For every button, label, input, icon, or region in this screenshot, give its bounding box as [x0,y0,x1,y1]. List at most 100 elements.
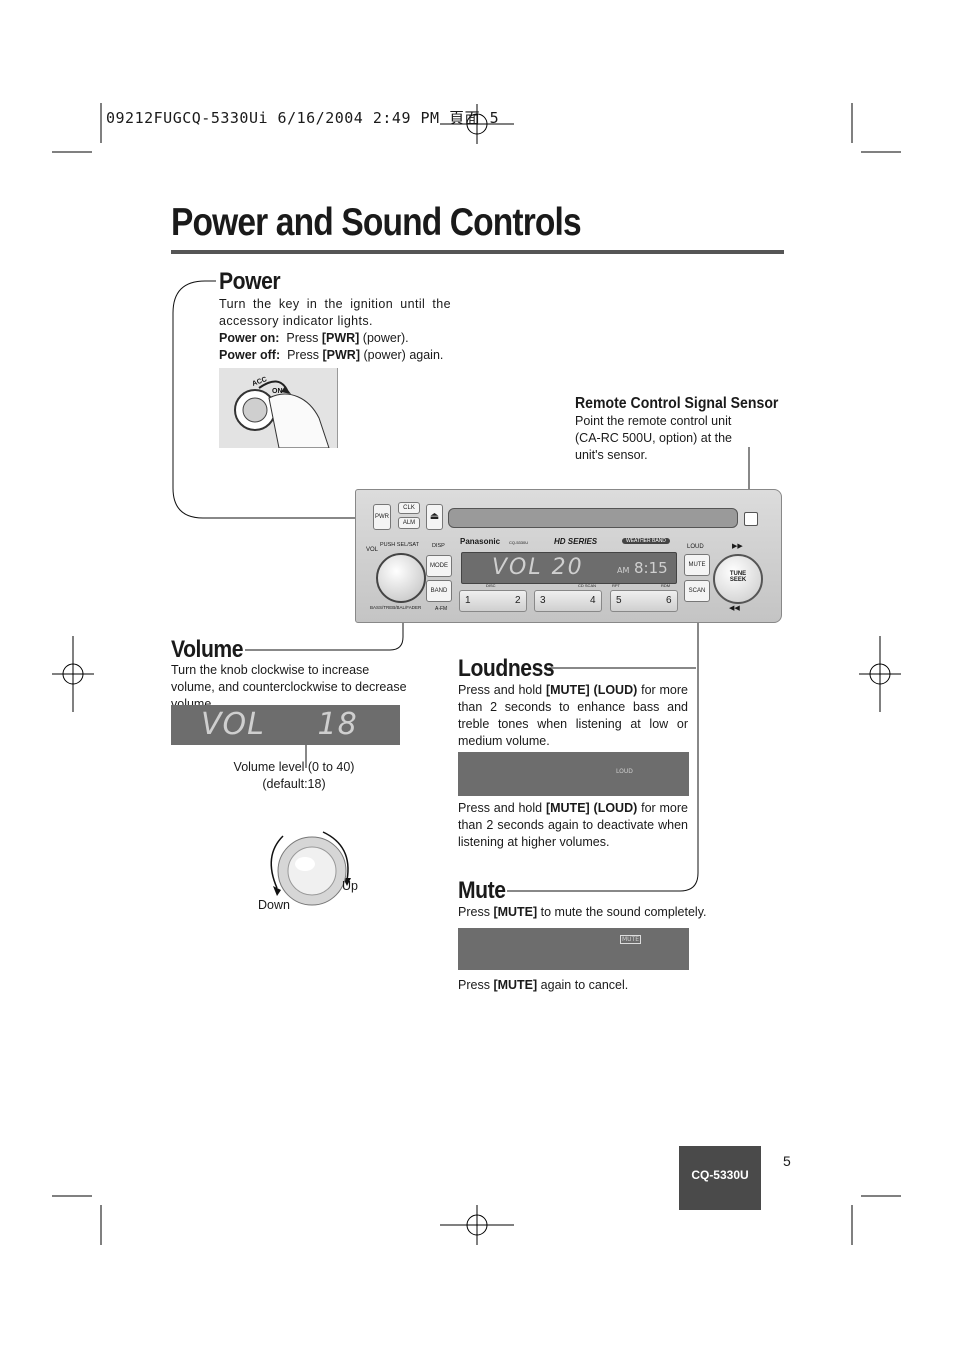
band-button[interactable]: BAND [426,580,452,602]
mute-text-2-pre: Press [458,978,494,992]
key-on-label: ON [272,388,283,395]
loudness-text-1: Press and hold [MUTE] (LOUD) for more th… [458,682,688,750]
mute-button[interactable]: MUTE [684,554,710,576]
disp-label: DISP [432,543,445,549]
scan-button[interactable]: SCAN [684,580,710,602]
tune-label: TUNE [729,571,747,577]
loudness-lcd-label: LOUD [616,768,633,775]
loudness-text-1-post: for more than 2 seconds to enhance bass … [458,683,689,748]
eject-button[interactable]: ⏏ [426,504,443,530]
preset-4-label: 4 [590,595,596,606]
afm-label: A-FM [435,606,448,612]
power-off-label: Power off: [219,348,281,362]
loudness-text-1-key: [MUTE] (LOUD) [545,683,638,697]
mute-text-2-post: again to cancel. [537,978,629,992]
preset-5-6-button[interactable]: 5 6 [610,590,678,612]
mute-lcd: MUTE [458,928,689,970]
remote-text: Point the remote control unit (CA-RC 500… [575,414,733,462]
unit-lcd-main: VOL 20 [492,555,584,580]
preset-1-label: 1 [465,595,471,606]
eject-icon: ⏏ [429,511,440,522]
loudness-text-2-key: [MUTE] (LOUD) [545,801,638,815]
preset-1-2-button[interactable]: 1 2 [459,590,527,612]
mute-text-1: Press [MUTE] to mute the sound completel… [458,904,707,921]
volume-heading: Volume [171,636,244,663]
brand-label: Panasonic [460,537,501,546]
tune-seek-button[interactable]: TUNE SEEK [713,554,763,604]
mute-text-1-pre: Press [458,905,494,919]
mute-text-2-key: [MUTE] [493,978,538,992]
page-title: Power and Sound Controls [171,201,582,244]
vol-label: VOL [366,547,379,553]
loudness-text-2-pre: Press and hold [458,801,546,815]
clk-button[interactable]: CLK [398,502,420,514]
lcd-indicator-disc: DISC [486,583,496,588]
power-on-line: Power on: Press [PWR] (power). [219,330,409,347]
key-acc-label: ACC [251,376,268,388]
volume-caption-line1: Volume level (0 to 40) [233,760,355,774]
weather-band-label: WEATHER BAND [622,538,670,544]
ignition-key-illustration: ACC ON [219,368,338,448]
mute-text-1-key: [MUTE] [493,905,538,919]
preset-3-4-button[interactable]: 3 4 [534,590,602,612]
preset-5-label: 5 [616,595,622,606]
power-on-key: [PWR] [321,331,360,345]
preset-6-label: 6 [666,595,672,606]
volume-knob[interactable] [376,553,426,603]
fast-forward-icon: ▶▶ [732,543,743,550]
unit-lcd-clock: 8:15 [634,559,668,577]
power-intro: Turn the key in the ignition until the a… [219,297,451,328]
mode-button[interactable]: MODE [426,555,452,577]
loud-label: LOUD [687,544,704,550]
power-off-line: Power off: Press [PWR] (power) again. [219,347,443,364]
lcd-indicator-rdm: RDM [661,583,671,588]
remote-sensor [744,512,758,526]
pwr-button[interactable]: PWR [373,504,391,530]
alm-button[interactable]: ALM [398,517,420,529]
preset-3-label: 3 [540,595,546,606]
series-label: HD SERIES [554,537,598,546]
power-off-post: (power) again. [360,348,444,362]
model-badge-text: CQ-5330U [691,1168,749,1182]
model-badge: CQ-5330U [679,1146,761,1210]
loudness-text-2-post: for more than 2 seconds again to deactiv… [458,801,689,849]
lcd-indicator-row: DISC CD SCAN RPT RDM [486,583,674,590]
volume-up-label: Up [342,879,358,893]
bass-treble-label: BASS/TREB/BAL/FADER [370,605,422,610]
unit-lcd: VOL 20 AM 8:15 [461,552,677,584]
title-rule [171,250,784,254]
loudness-heading: Loudness [458,655,555,682]
loudness-text-1-pre: Press and hold [458,683,546,697]
page-number: 5 [783,1153,791,1169]
mute-heading: Mute [458,877,506,904]
mute-text-2: Press [MUTE] again to cancel. [458,977,628,994]
sel-sat-label: PUSH SEL/SAT [380,542,420,548]
lcd-indicator-rpt: RPT [612,583,620,588]
power-off-key: [PWR] [322,348,361,362]
mute-text-1-post: to mute the sound completely. [537,905,707,919]
rewind-icon: ◀◀ [729,605,740,612]
mute-lcd-label: MUTE [620,935,642,944]
head-unit: PWR CLK ALM ⏏ VOL PUSH SEL/SAT DISP BASS… [355,489,782,623]
volume-caption: Volume level (0 to 40) (default:18) [214,759,374,793]
volume-down-label: Down [258,898,290,912]
seek-label: SEEK [729,577,747,583]
disc-slot [448,508,738,528]
remote-heading: Remote Control Signal Sensor [575,395,779,412]
power-on-pre: Press [286,331,322,345]
volume-knob-illustration [270,831,351,906]
print-header: 09212FUGCQ-5330Ui 6/16/2004 2:49 PM 頁面 5 [106,109,500,127]
volume-caption-line2: (default:18) [262,777,326,791]
lcd-indicator-cd-scan: CD SCAN [578,583,597,588]
loudness-text-2: Press and hold [MUTE] (LOUD) for more th… [458,800,688,851]
power-on-post: (power). [359,331,409,345]
model-label: CQ-5330U [509,540,529,545]
power-off-pre: Press [287,348,323,362]
volume-lcd-text: VOL 18 [201,707,358,742]
power-on-label: Power on: [219,331,280,345]
loudness-lcd: LOUD [458,752,689,796]
power-heading: Power [219,268,281,295]
unit-lcd-am: AM [617,566,630,575]
